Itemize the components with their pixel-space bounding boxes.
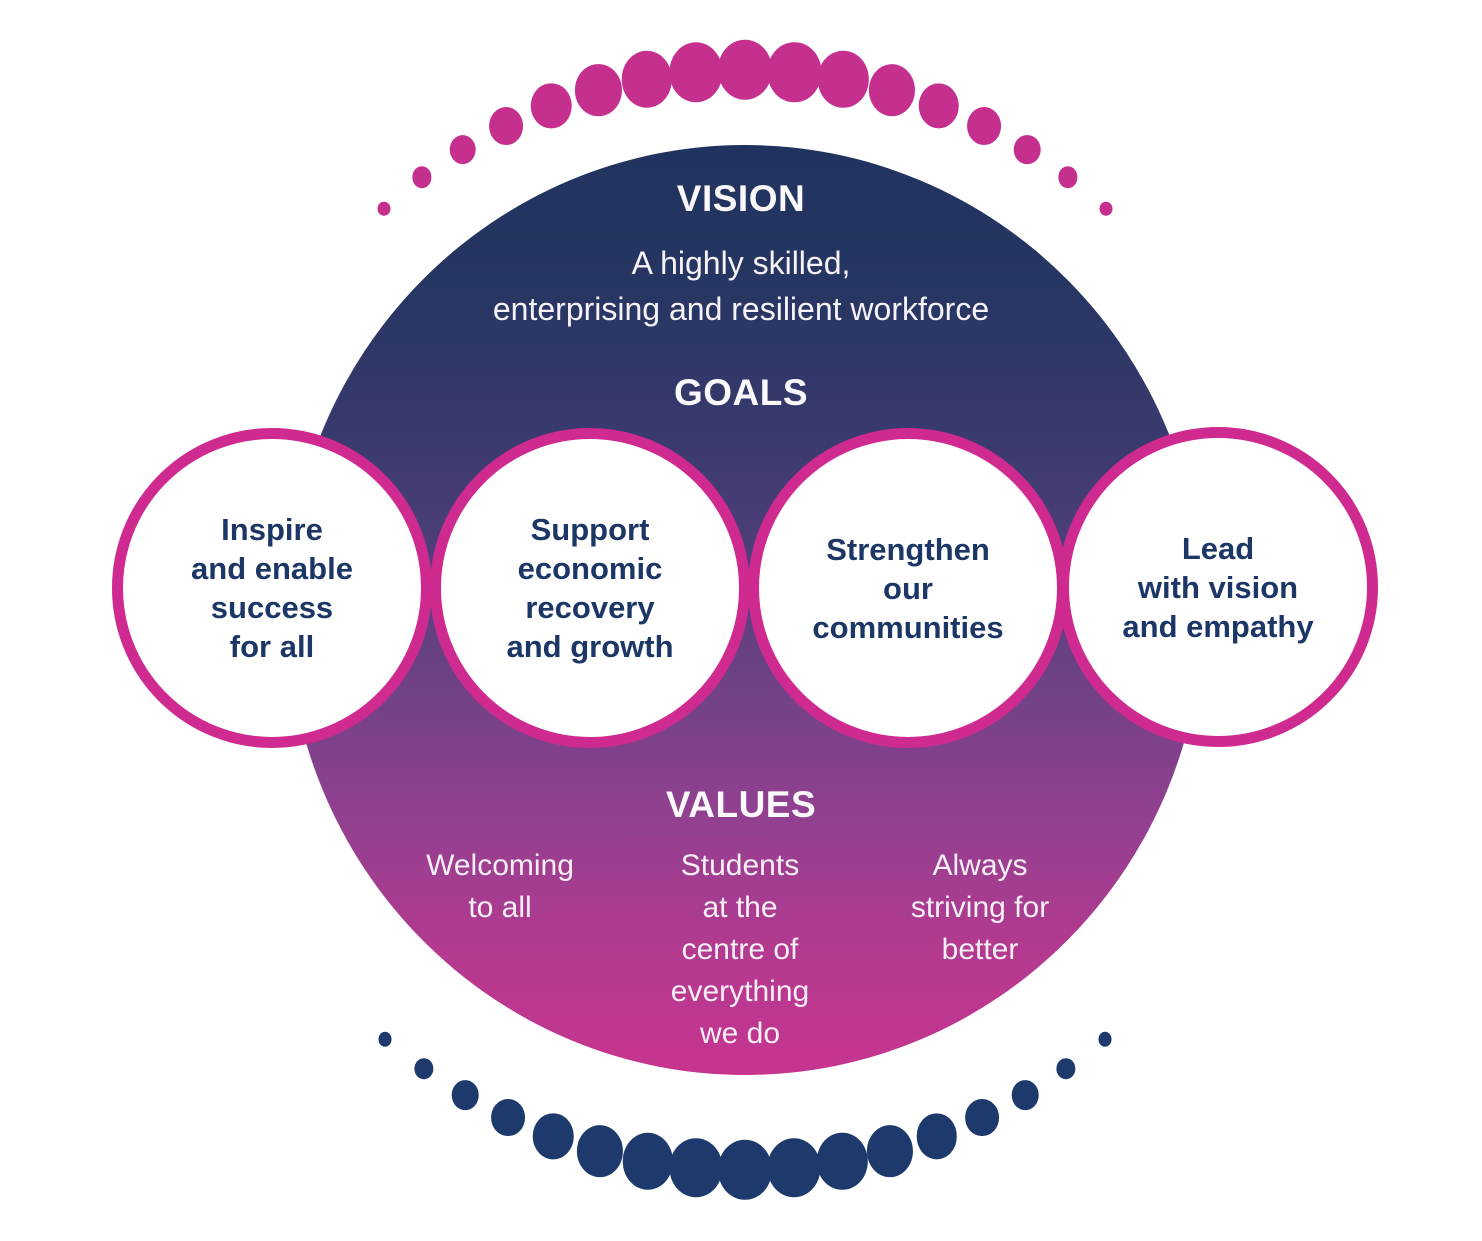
top-arc-dot bbox=[575, 64, 622, 117]
value-striving: Always striving for better bbox=[910, 849, 1050, 966]
top-arc-dot bbox=[868, 64, 915, 117]
top-arc-dot bbox=[669, 42, 723, 102]
bottom-arc-dot bbox=[451, 1080, 479, 1110]
top-arc-dot bbox=[918, 83, 959, 129]
bottom-arc-dot bbox=[576, 1125, 624, 1177]
value-welcoming: Welcoming to all bbox=[426, 849, 574, 924]
goal-circle-economic: Support economic recovery and growth bbox=[430, 428, 750, 748]
goal-circle-lead: Lead with vision and empathy bbox=[1058, 427, 1378, 747]
bottom-arc-dot bbox=[491, 1098, 526, 1137]
value-students: Students at the centre of everything we … bbox=[670, 849, 810, 1050]
bottom-arc-dot bbox=[1098, 1031, 1112, 1047]
top-arc-dot bbox=[449, 134, 477, 165]
top-arc-dot bbox=[621, 50, 672, 108]
top-arc-dot bbox=[489, 106, 524, 145]
bottom-arc-dot bbox=[378, 1031, 392, 1047]
values-heading: VALUES bbox=[665, 784, 817, 825]
bottom-arc-dot bbox=[1011, 1080, 1039, 1110]
bottom-arc-dot bbox=[718, 1139, 772, 1201]
bottom-arc-dot bbox=[916, 1113, 957, 1159]
bottom-arc-dot bbox=[866, 1125, 914, 1177]
bottom-arc-dot bbox=[767, 1138, 821, 1198]
top-arc-dot bbox=[718, 39, 772, 101]
bottom-arc-dot bbox=[669, 1138, 723, 1198]
top-arc-dot bbox=[531, 83, 572, 129]
top-arc-dot bbox=[966, 106, 1001, 145]
top-arc-dot bbox=[818, 50, 869, 108]
bottom-arc-dot bbox=[1056, 1057, 1076, 1080]
goals-heading: GOALS bbox=[673, 372, 809, 413]
goal-circle-inspire: Inspire and enable success for all bbox=[112, 428, 432, 748]
goal-circle-communities: Strengthen our communities bbox=[748, 428, 1068, 748]
goal-label: Support economic recovery and growth bbox=[506, 512, 674, 664]
bottom-arc-dot bbox=[964, 1098, 999, 1137]
vision-statement: A highly skilled, enterprising and resil… bbox=[492, 245, 990, 327]
top-arc-dot bbox=[767, 42, 821, 102]
bottom-arc-dot bbox=[414, 1057, 434, 1080]
goal-label: Inspire and enable success for all bbox=[191, 512, 353, 664]
goal-label: Lead with vision and empathy bbox=[1122, 530, 1314, 644]
goal-label: Strengthen our communities bbox=[812, 531, 1004, 645]
vision-heading: VISION bbox=[676, 178, 806, 219]
bottom-arc-dot bbox=[622, 1133, 673, 1190]
top-arc-dot bbox=[1013, 134, 1041, 165]
bottom-arc-dot bbox=[817, 1133, 868, 1190]
bottom-arc-dot bbox=[533, 1113, 574, 1159]
